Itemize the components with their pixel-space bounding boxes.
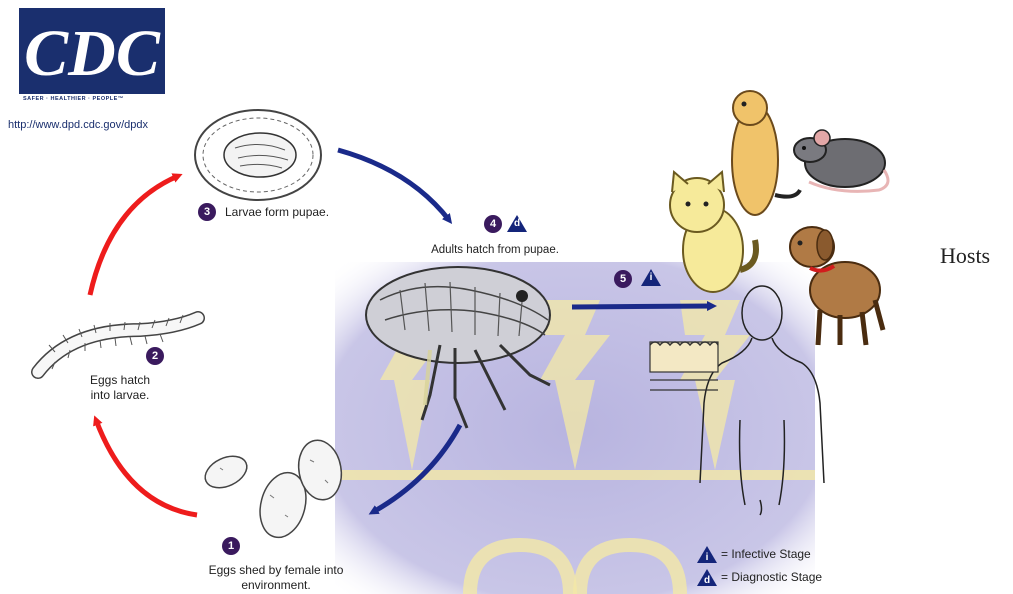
step-2-label: Eggs hatch into larvae. bbox=[80, 373, 160, 403]
legend-diagnostic-row: d = Diagnostic Stage bbox=[697, 568, 822, 591]
step-4-label: Adults hatch from pupae. bbox=[405, 243, 585, 258]
diagnostic-stage-icon: d bbox=[507, 215, 527, 232]
stage-legend: i = Infective Stage d = Diagnostic Stage bbox=[697, 545, 822, 591]
step-1-label: Eggs shed by female into environment. bbox=[206, 563, 346, 593]
arrow-eggs-to-larvae bbox=[96, 420, 197, 515]
arrow-larvae-to-pupae bbox=[90, 176, 178, 295]
step-4-number: 4 bbox=[484, 215, 502, 233]
svg-text:CDC: CDC bbox=[24, 17, 161, 90]
cdc-logo: CDC bbox=[19, 8, 165, 94]
step-2-number: 2 bbox=[146, 347, 164, 365]
prairie-dog-icon bbox=[732, 91, 800, 215]
source-url[interactable]: http://www.dpd.cdc.gov/dpdx bbox=[8, 119, 148, 131]
legend-infective-label: = Infective Stage bbox=[721, 547, 811, 561]
eggs-icon bbox=[200, 437, 346, 543]
larva-icon bbox=[38, 315, 198, 372]
infective-stage-icon: i bbox=[641, 269, 661, 286]
rat-icon bbox=[794, 130, 888, 191]
step-1-number: 1 bbox=[222, 537, 240, 555]
infective-stage-icon: i bbox=[697, 546, 717, 563]
legend-diagnostic-label: = Diagnostic Stage bbox=[721, 570, 822, 584]
diagnostic-stage-icon: d bbox=[697, 569, 717, 586]
hosts-label: Hosts bbox=[940, 243, 990, 269]
cdc-logo-tagline: SAFER · HEALTHIER · PEOPLE™ bbox=[23, 96, 124, 102]
arrow-adults-to-hosts bbox=[572, 306, 712, 307]
legend-infective-row: i = Infective Stage bbox=[697, 545, 822, 568]
step-5-number: 5 bbox=[614, 270, 632, 288]
pupa-cocoon-icon bbox=[195, 110, 321, 200]
step-3-number: 3 bbox=[198, 203, 216, 221]
step-3-label: Larvae form pupae. bbox=[225, 205, 385, 220]
